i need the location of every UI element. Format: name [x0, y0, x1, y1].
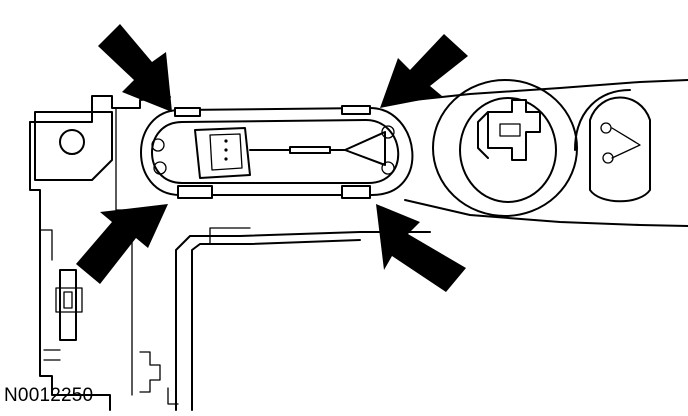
figure-reference-code: N0012250: [4, 385, 94, 406]
arrow-icon-top-right: [380, 34, 468, 108]
latch-detail: [139, 351, 179, 405]
housing-outline: [29, 79, 688, 411]
connector: [43, 269, 83, 361]
mounting-boss: [34, 111, 113, 181]
arrow-icon-bottom-left: [76, 204, 168, 284]
inner-panel: [175, 227, 431, 411]
bulb-socket: [432, 79, 651, 217]
arrow-icon-top-left: [98, 24, 172, 112]
lamp-holder: [140, 105, 414, 199]
arrow-icon-bottom-right: [376, 204, 466, 292]
